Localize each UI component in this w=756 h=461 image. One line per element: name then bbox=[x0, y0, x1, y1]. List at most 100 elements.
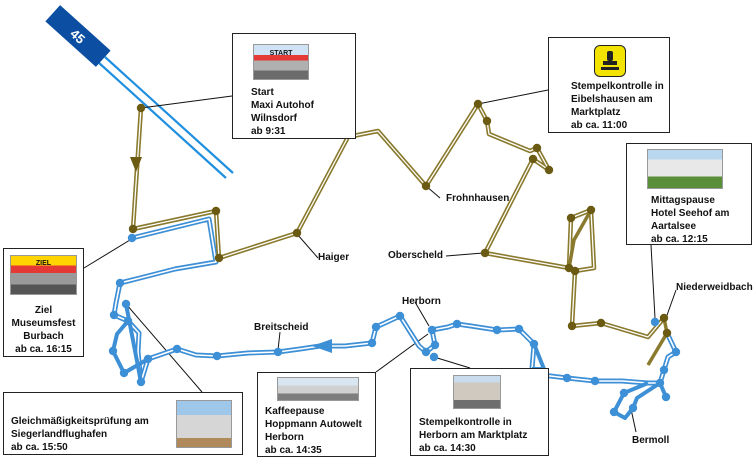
callout-gleich-line: ab ca. 15:50 bbox=[11, 442, 68, 453]
pointer-kaffee bbox=[375, 333, 429, 373]
stamp-glyph bbox=[601, 51, 619, 70]
waypoint bbox=[671, 347, 681, 357]
waypoint bbox=[421, 347, 431, 357]
waypoint bbox=[421, 181, 431, 191]
highway-sign-plate bbox=[45, 5, 111, 67]
waypoint bbox=[650, 317, 660, 327]
place-label-niederweidbach: Niederweidbach bbox=[676, 282, 753, 293]
waypoint bbox=[127, 233, 137, 243]
callout-stempel-herborn: Stempelkontrolle in Herborn am Marktplat… bbox=[410, 368, 549, 456]
waypoint bbox=[529, 339, 539, 349]
pointer-niederweidbach bbox=[665, 289, 677, 319]
start-arch-photo: START bbox=[253, 44, 309, 80]
waypoint bbox=[136, 103, 146, 113]
waypoint bbox=[121, 299, 131, 309]
waypoint bbox=[108, 346, 118, 356]
waypoint bbox=[211, 206, 221, 216]
route-second-loop-bermoll bbox=[612, 381, 662, 420]
place-label-breitscheid: Breitscheid bbox=[254, 322, 309, 333]
waypoint bbox=[661, 392, 671, 402]
callout-stempel-eibelshausen: Stempelkontrolle in Eibelshausen am Mark… bbox=[548, 37, 670, 133]
waypoint bbox=[273, 347, 283, 357]
pointer-breitscheid bbox=[277, 331, 281, 351]
waypoint bbox=[482, 116, 492, 126]
waypoint bbox=[492, 325, 502, 335]
callout-kaffee-line: ab ca. 14:35 bbox=[265, 445, 322, 456]
place-label-oberscheld: Oberscheld bbox=[388, 250, 444, 261]
waypoint bbox=[371, 322, 381, 332]
hotel-photo bbox=[647, 149, 723, 189]
finish-arch-photo: ZIEL bbox=[10, 255, 77, 295]
waypoint bbox=[367, 338, 377, 348]
waypoint bbox=[172, 344, 182, 354]
waypoint bbox=[662, 328, 672, 338]
pointer-gleich bbox=[125, 303, 203, 393]
waypoint bbox=[214, 253, 224, 263]
waypoint bbox=[473, 99, 483, 109]
callout-mittag-line: ab ca. 12:15 bbox=[651, 234, 708, 245]
callout-ziel-line: Ziel bbox=[34, 305, 53, 316]
callout-ziel-line: Burbach bbox=[23, 331, 64, 342]
callout-kaffeepause: Kaffeepause Hoppmann Autowelt Herborn ab… bbox=[257, 372, 376, 457]
callout-mittag-line: Hotel Seehof am bbox=[651, 208, 730, 219]
waypoint bbox=[136, 377, 146, 387]
waypoint bbox=[544, 165, 554, 175]
route-first-direction-arrow bbox=[130, 157, 142, 172]
place-label-bermoll: Bermoll bbox=[632, 435, 670, 446]
waypoint bbox=[452, 319, 462, 329]
waypoint bbox=[395, 311, 405, 321]
waypoint bbox=[659, 313, 669, 323]
callout-herborn-line: Stempelkontrolle in bbox=[419, 417, 512, 428]
pointer-oberscheld bbox=[445, 252, 484, 257]
callout-kaffee-line: Hoppmann Autowelt bbox=[265, 419, 362, 430]
waypoint bbox=[570, 266, 580, 276]
waypoint bbox=[655, 378, 665, 388]
waypoint bbox=[480, 248, 490, 258]
waypoint bbox=[119, 368, 129, 378]
waypoint bbox=[532, 143, 542, 153]
callout-herborn-line: ab ca. 14:30 bbox=[419, 443, 476, 454]
waypoint bbox=[128, 224, 138, 234]
waypoint bbox=[590, 376, 600, 386]
callout-start-line: Wilnsdorf bbox=[251, 113, 298, 124]
callout-ziel-line: Museumsfest bbox=[11, 318, 76, 329]
callout-mittag-line: Aartalsee bbox=[651, 221, 697, 232]
airport-tower-photo bbox=[176, 400, 232, 448]
callout-eibelshausen-line: ab ca. 11:00 bbox=[571, 120, 628, 131]
callout-ziel: ZIEL Ziel Museumsfest Burbach ab ca. 16:… bbox=[3, 248, 84, 357]
place-label-herborn: Herborn bbox=[402, 296, 441, 307]
finish-arch-text: ZIEL bbox=[35, 260, 52, 267]
callout-gleich-line: Gleichmäßigkeitsprüfung am bbox=[11, 416, 149, 427]
waypoint bbox=[628, 403, 638, 413]
highway: 45 bbox=[45, 5, 234, 179]
pointer-ziel bbox=[83, 239, 131, 269]
waypoints-first-half bbox=[128, 99, 672, 338]
place-label-haiger: Haiger bbox=[318, 252, 350, 263]
route-second-direction-arrow bbox=[312, 339, 332, 353]
pointer-mittag bbox=[650, 244, 656, 319]
start-arch-text: START bbox=[269, 50, 293, 57]
town-square-photo bbox=[453, 375, 501, 409]
callout-eibelshausen-line: Marktplatz bbox=[571, 107, 621, 118]
waypoint bbox=[109, 310, 119, 320]
callout-start: START Start Maxi Autohof Wilnsdorf ab 9:… bbox=[232, 33, 356, 139]
highway-sign: 45 bbox=[45, 5, 111, 67]
callout-herborn-line: Herborn am Marktplatz bbox=[419, 430, 528, 441]
pointer-herborn-label bbox=[414, 301, 430, 327]
highway-lane-left bbox=[97, 61, 227, 179]
place-label-frohnhausen: Frohnhausen bbox=[446, 193, 510, 204]
route-first-oberscheld-loop bbox=[567, 209, 593, 269]
waypoint bbox=[292, 228, 302, 238]
waypoint bbox=[427, 325, 437, 335]
waypoint bbox=[528, 154, 538, 164]
pointer-start bbox=[140, 95, 233, 109]
callout-eibelshausen-line: Stempelkontrolle in bbox=[571, 81, 664, 92]
callout-gleichmaessigkeit: Gleichmäßigkeitsprüfung am Siegerlandflu… bbox=[3, 392, 243, 455]
callout-start-line: Start bbox=[251, 87, 274, 98]
pointer-bermoll bbox=[630, 408, 637, 433]
waypoint bbox=[567, 321, 577, 331]
waypoint bbox=[566, 213, 576, 223]
waypoint bbox=[514, 324, 524, 334]
highway-lane-right bbox=[104, 56, 234, 174]
waypoint bbox=[430, 340, 440, 350]
